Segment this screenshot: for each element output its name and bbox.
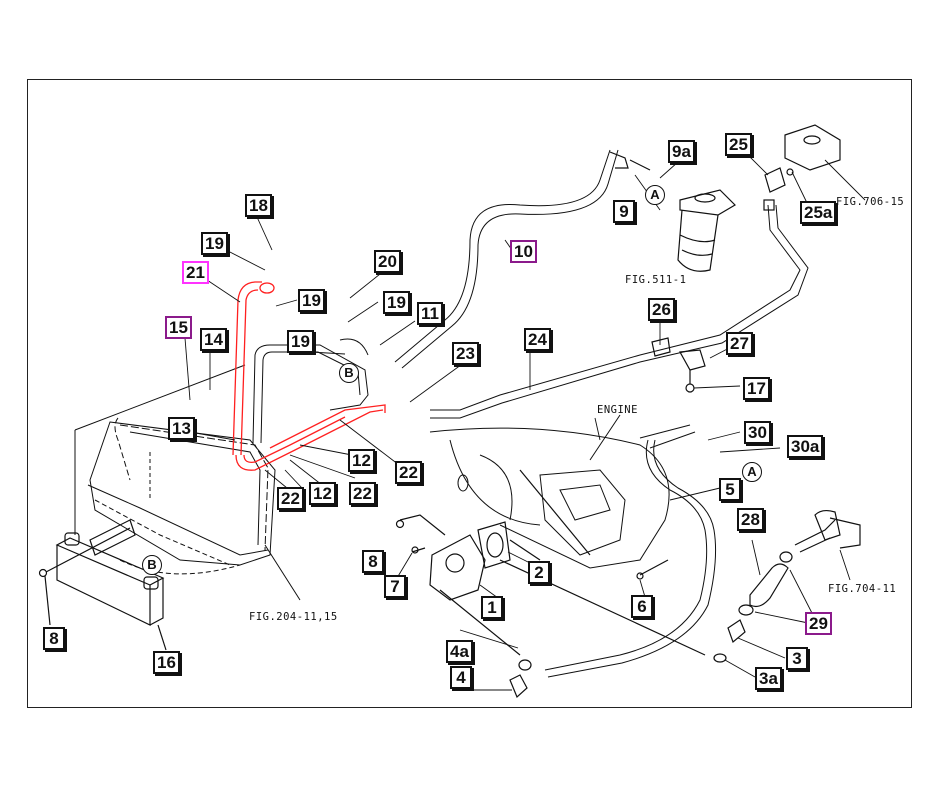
pipes (252, 149, 809, 678)
callout-24[interactable]: 24 (524, 328, 551, 351)
fig-704-11-reference[interactable]: FIG.704-11 (828, 583, 897, 595)
connector-b-cooler: B (142, 555, 162, 575)
fig-706-15-reference[interactable]: FIG.706-15 (836, 196, 905, 208)
oil-cooler (38, 519, 167, 651)
callout-21-selected[interactable]: 21 (182, 261, 209, 284)
callout-8-pump[interactable]: 8 (362, 550, 384, 573)
callout-12-lower[interactable]: 12 (309, 482, 336, 505)
callout-3[interactable]: 3 (786, 647, 808, 670)
callout-18[interactable]: 18 (245, 194, 272, 217)
filter-head (763, 124, 841, 211)
callout-30[interactable]: 30 (744, 421, 771, 444)
callout-16[interactable]: 16 (153, 651, 180, 674)
callout-30a[interactable]: 30a (787, 435, 824, 458)
callout-10[interactable]: 10 (510, 240, 537, 263)
highlighted-pipe-21 (232, 281, 386, 471)
callout-4[interactable]: 4 (450, 666, 472, 689)
connector-a-steering: A (645, 185, 665, 205)
callout-8-cooler[interactable]: 8 (43, 627, 65, 650)
hydraulic-pump (395, 469, 706, 656)
callout-4a[interactable]: 4a (446, 640, 473, 663)
callout-2[interactable]: 2 (528, 561, 550, 584)
callout-19-lower-mid[interactable]: 19 (287, 330, 314, 353)
callout-7[interactable]: 7 (384, 575, 406, 598)
fig-204-11-15-reference[interactable]: FIG.204-11,15 (249, 611, 338, 623)
fittings (509, 509, 861, 699)
callout-13[interactable]: 13 (168, 417, 195, 440)
callout-28[interactable]: 28 (737, 508, 764, 531)
callout-27[interactable]: 27 (726, 332, 753, 355)
callout-15[interactable]: 15 (165, 316, 192, 339)
callout-19-upper-mid[interactable]: 19 (383, 291, 410, 314)
callout-3a[interactable]: 3a (755, 667, 782, 690)
callout-17[interactable]: 17 (743, 377, 770, 400)
callout-29[interactable]: 29 (805, 612, 832, 635)
engine-label: ENGINE (597, 404, 638, 416)
steering-unit (609, 151, 736, 272)
engine (429, 414, 670, 569)
callout-22-middle[interactable]: 22 (349, 482, 376, 505)
callout-1[interactable]: 1 (481, 596, 503, 619)
callout-5[interactable]: 5 (719, 478, 741, 501)
callout-9[interactable]: 9 (613, 200, 635, 223)
callout-22-right[interactable]: 22 (395, 461, 422, 484)
callout-20[interactable]: 20 (374, 250, 401, 273)
callout-6[interactable]: 6 (631, 595, 653, 618)
callout-12-upper[interactable]: 12 (348, 449, 375, 472)
clamp-bracket (651, 337, 706, 393)
callout-19-top[interactable]: 19 (201, 232, 228, 255)
connector-a-return: A (742, 462, 762, 482)
callout-25a[interactable]: 25a (800, 201, 837, 224)
connector-b-pipe: B (339, 363, 359, 383)
callout-26[interactable]: 26 (648, 298, 675, 321)
callout-11[interactable]: 11 (417, 302, 443, 325)
callout-23[interactable]: 23 (452, 342, 479, 365)
callout-25[interactable]: 25 (725, 133, 752, 156)
callout-9a[interactable]: 9a (668, 140, 695, 163)
radiator-shroud (74, 364, 301, 601)
callout-22-left[interactable]: 22 (277, 487, 304, 510)
callout-19-right[interactable]: 19 (298, 289, 325, 312)
callout-14[interactable]: 14 (200, 328, 227, 351)
fig-511-1-reference[interactable]: FIG.511-1 (625, 274, 687, 286)
